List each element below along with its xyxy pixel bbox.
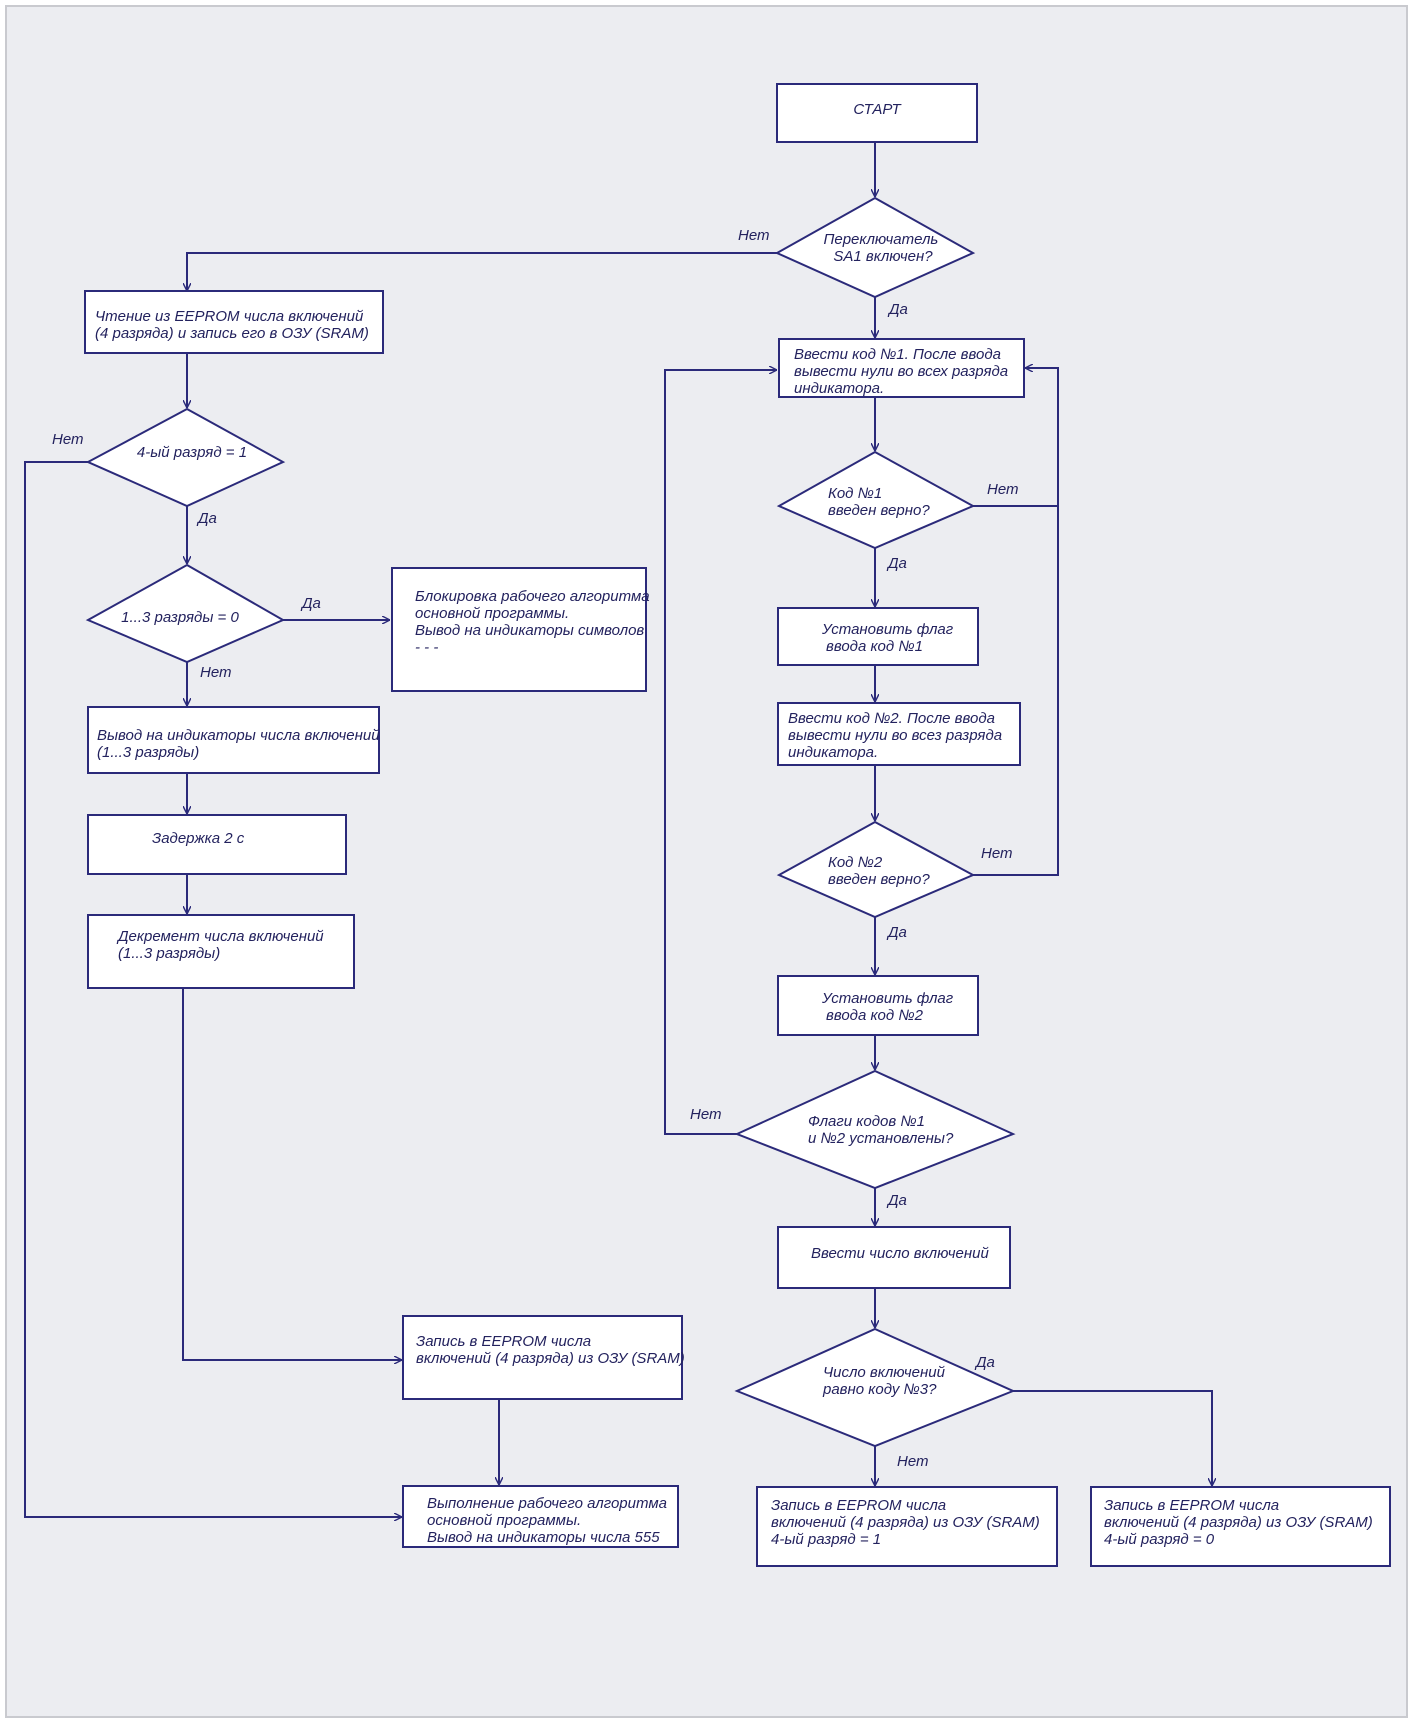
node-code1-check <box>776 450 976 550</box>
node-bits13-check <box>85 563 286 664</box>
edge-label-sa1-yes: Да <box>887 301 908 318</box>
edge-sa1-no <box>187 252 777 291</box>
node-block-algo <box>391 567 647 692</box>
label-bit4-check: 4-ый разряд = 1 <box>137 444 247 461</box>
node-labels: СТАРТ Переключатель SA1 включен? Чтение … <box>95 101 1377 1548</box>
node-show-count <box>87 706 380 774</box>
node-set-flag1 <box>777 607 979 666</box>
label-code2-check: Код №2 введен верно? <box>828 854 930 888</box>
edge-label-count-no: Нет <box>897 1453 929 1470</box>
edge-label-count-yes: Да <box>974 1354 995 1371</box>
node-bit4-check <box>85 407 286 508</box>
edge-label-code2-no: Нет <box>981 845 1013 862</box>
label-run-algo: Выполнение рабочего алгоритма основной п… <box>427 1495 671 1546</box>
edge-label-code1-yes: Да <box>886 555 907 572</box>
node-start <box>776 83 978 143</box>
edge-label-flags-no: Нет <box>690 1106 722 1123</box>
edge-label-bits13-no: Нет <box>200 664 232 681</box>
node-enter-code1 <box>778 338 1025 398</box>
node-count-check <box>734 1327 1016 1448</box>
node-enter-code2 <box>777 702 1021 766</box>
node-read-eeprom <box>84 290 384 354</box>
edge-label-bit4-yes: Да <box>196 510 217 527</box>
label-start: СТАРТ <box>853 101 902 118</box>
node-set-flag2 <box>777 975 979 1036</box>
label-enter-code2: Ввести код №2. После ввода вывести нули … <box>788 710 1006 761</box>
label-block-algo: Блокировка рабочего алгоритма основной п… <box>415 588 654 656</box>
label-write-eeprom-left: Запись в EEPROM числа включений (4 разря… <box>416 1333 685 1367</box>
label-show-count: Вывод на индикаторы числа включений (1..… <box>97 727 384 761</box>
edge-label-code1-no: Нет <box>987 481 1019 498</box>
label-write-bit4-0: Запись в EEPROM числа включений (4 разря… <box>1104 1497 1377 1548</box>
edge-flags-no <box>664 370 777 1135</box>
node-write-bit4-1 <box>756 1486 1058 1567</box>
edge-count-yes <box>1013 1390 1212 1486</box>
nodes <box>84 83 1391 1567</box>
node-enter-count <box>777 1226 1011 1289</box>
edge-label-sa1-no: Нет <box>738 227 770 244</box>
node-flags-check <box>734 1069 1016 1190</box>
node-decrement <box>87 914 355 989</box>
node-run-algo <box>402 1485 679 1548</box>
edge-label-bit4-no: Нет <box>52 431 84 448</box>
edge-label-flags-yes: Да <box>886 1192 907 1209</box>
label-flags-check: Флаги кодов №1 и №2 установлены? <box>808 1113 954 1147</box>
node-write-eeprom-left <box>402 1315 683 1400</box>
edge-code1-no <box>973 368 1059 507</box>
label-read-eeprom: Чтение из EEPROM числа включений (4 разр… <box>95 308 369 342</box>
node-delay <box>87 814 347 875</box>
label-write-bit4-1: Запись в EEPROM числа включений (4 разря… <box>771 1497 1044 1548</box>
edge-label-code2-yes: Да <box>886 924 907 941</box>
label-decrement: Декремент числа включений (1...3 разряды… <box>116 928 328 962</box>
node-write-bit4-0 <box>1090 1486 1391 1567</box>
label-set-flag1: Установить флаг ввода код №1 <box>821 621 957 655</box>
node-sa1-check <box>774 196 976 299</box>
edge-labels: Нет Да Нет Да Да Нет Нет Да Нет Да Нет Д… <box>52 227 1019 1470</box>
label-enter-code1: Ввести код №1. После ввода вывести нули … <box>794 346 1012 397</box>
edges <box>24 143 1212 1517</box>
node-code2-check <box>776 820 976 919</box>
label-code1-check: Код №1 введен верно? <box>828 485 930 519</box>
label-count-check: Число включений равно коду №3? <box>822 1364 949 1398</box>
label-sa1-check: Переключатель SA1 включен? <box>823 231 942 265</box>
label-delay: Задержка 2 с <box>152 830 245 847</box>
edge-bit4-no <box>24 461 402 1517</box>
label-set-flag2: Установить флаг ввода код №2 <box>821 990 957 1024</box>
edge-code2-no <box>973 506 1059 876</box>
edge-label-bits13-yes: Да <box>300 595 321 612</box>
label-enter-count: Ввести число включений <box>811 1245 989 1262</box>
label-bits13-check: 1...3 разряды = 0 <box>121 609 239 626</box>
edge-decrement-write <box>182 988 402 1360</box>
